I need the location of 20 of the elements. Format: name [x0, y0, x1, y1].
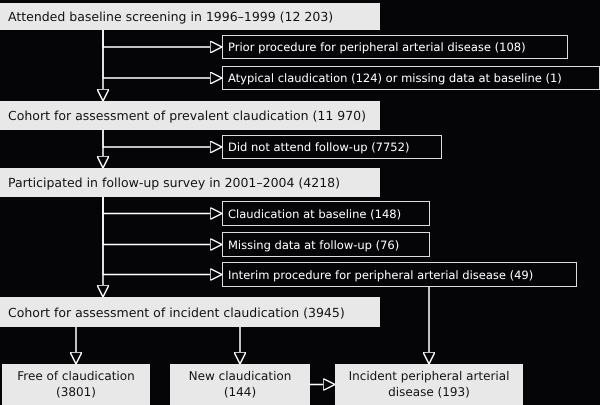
exclusion-box: Atypical claudication (124) or missing data at baseline (1): [222, 66, 600, 90]
arrow: [96, 30, 110, 102]
process-box: Cohort for assessment of incident claudication (3945): [0, 297, 380, 327]
exclusion-box: Interim procedure for peripheral arterial disease (49): [222, 262, 577, 287]
arrow: [69, 327, 83, 365]
exclusion-box: Did not attend follow-up (7752): [222, 135, 442, 159]
arrow: [96, 130, 110, 169]
exclusion-box: Prior procedure for peripheral arterial disease (108): [222, 35, 568, 59]
process-box: Incident peripheral arterial disease (193): [335, 364, 523, 405]
arrow: [233, 327, 247, 365]
exclusion-box: Missing data at follow-up (76): [222, 232, 430, 257]
exclusion-box: Claudication at baseline (148): [222, 201, 430, 226]
arrow: [96, 197, 110, 298]
process-box: New claudication (144): [170, 364, 310, 405]
arrow: [310, 378, 336, 392]
process-box: Attended baseline screening in 1996–1999 (12 203): [0, 3, 380, 30]
arrow: [422, 287, 436, 365]
process-box: Cohort for assessment of prevalent claudication (11 970): [0, 101, 380, 130]
process-box: Free of claudication (3801): [2, 364, 150, 405]
process-box: Participated in follow-up survey in 2001–2004 (4218): [0, 168, 380, 197]
